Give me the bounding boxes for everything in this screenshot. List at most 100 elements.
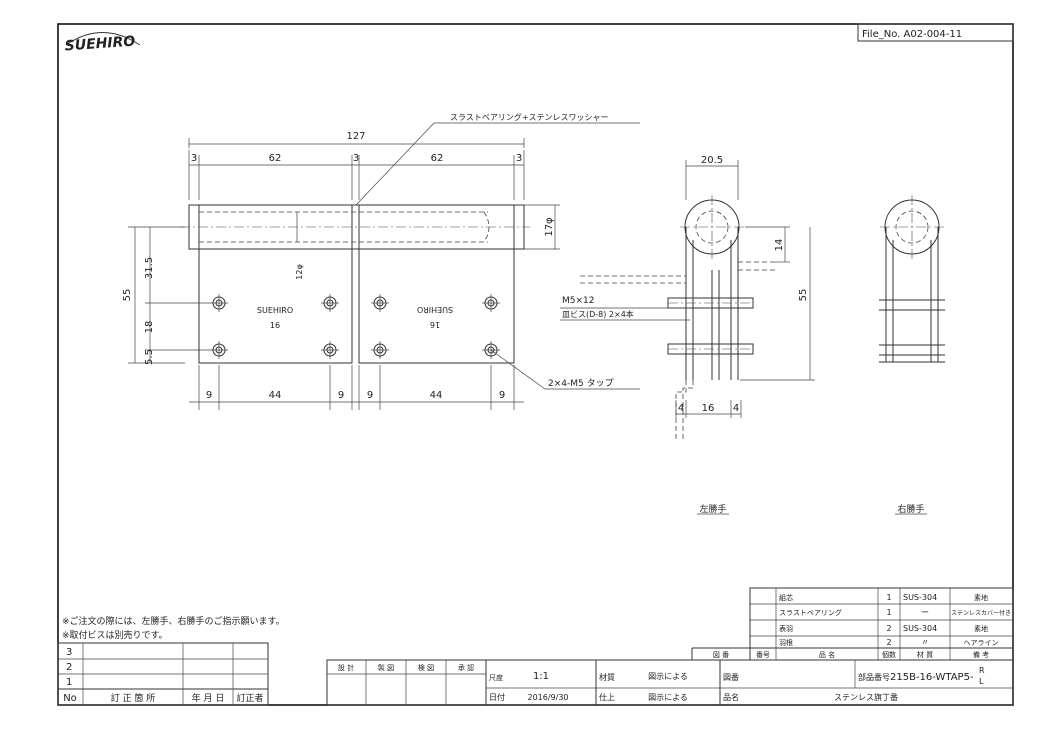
dim-bot-9b: 9 bbox=[338, 390, 344, 401]
dim-side-4a: 4 bbox=[678, 403, 684, 414]
part-name-4: 羽根 bbox=[779, 638, 793, 647]
side-view-right bbox=[879, 195, 945, 363]
material-label: 材質 bbox=[599, 672, 615, 682]
part-material-4: 〃 bbox=[921, 638, 929, 647]
part-material-2: ー bbox=[921, 608, 929, 617]
finish-label: 仕上 bbox=[599, 692, 615, 702]
view-caption-left: 左勝手 bbox=[699, 503, 726, 515]
leaf-size-left: 16 bbox=[270, 321, 280, 330]
revision-header-content: 訂 正 箇 所 bbox=[111, 692, 156, 704]
dim-bot-9d: 9 bbox=[499, 390, 505, 401]
dim-side-20-5: 20.5 bbox=[701, 155, 723, 166]
leaf-holes bbox=[210, 294, 500, 359]
parts-table: 組芯 1 SUS-304 素地 スラストベアリング 1 ー ステンレスカバー付き… bbox=[691, 587, 1014, 661]
screw-sold-note: ※取付ビスは別売りです。 bbox=[62, 629, 168, 641]
part-remark-1: 素地 bbox=[974, 593, 988, 602]
file-number-box bbox=[857, 23, 1014, 42]
revision-table: 3 2 1 No 訂 正 箇 所 年 月 日 訂正者 bbox=[57, 642, 269, 706]
screw-note-1: M5×12 bbox=[562, 296, 594, 306]
parts-header-number: 番号 bbox=[756, 651, 770, 659]
dim-edge-a: 3 bbox=[191, 153, 197, 164]
part-material-3: SUS-304 bbox=[903, 624, 937, 633]
dim-height-55: 55 bbox=[122, 289, 133, 302]
title-block: 設 計 製 図 検 図 承 認 尺度 1:1 日付 2016/9/30 材質 図… bbox=[326, 659, 1014, 706]
dim-side-14: 14 bbox=[774, 239, 785, 252]
hinge-leaf-right bbox=[358, 248, 515, 364]
sheet-border bbox=[57, 23, 1014, 706]
parts-header-name: 品 名 bbox=[819, 650, 835, 659]
dim-31-5: 31.5 bbox=[144, 257, 155, 279]
order-note: ※ご注文の際には、左勝手、右勝手のご指示願います。 bbox=[62, 615, 285, 627]
dim-bot-44b: 44 bbox=[430, 390, 443, 401]
role-check: 検 図 bbox=[418, 663, 434, 672]
dim-side-55: 55 bbox=[798, 289, 809, 302]
part-suffix-l: L bbox=[979, 677, 984, 686]
role-design: 設 計 bbox=[338, 663, 354, 672]
top-dimensions: 127 3 62 3 62 3 17φ bbox=[188, 131, 560, 250]
dim-bot-9a: 9 bbox=[206, 390, 212, 401]
dim-pin-dia: 17φ bbox=[544, 217, 555, 237]
part-number-value: 215B-16-WTAP5- bbox=[890, 672, 974, 683]
dim-leaf-a: 62 bbox=[269, 153, 282, 164]
revision-header-person: 訂正者 bbox=[236, 692, 263, 704]
product-name-value: ステンレス旗丁番 bbox=[834, 692, 898, 702]
role-approve: 承 認 bbox=[458, 663, 474, 672]
svg-text:SUEHIRO: SUEHIRO bbox=[64, 34, 136, 55]
part-remark-3: 素地 bbox=[974, 624, 988, 633]
bearing-note: スラストベアリング+ステンレスワッシャー bbox=[450, 112, 609, 122]
dim-leaf-b: 62 bbox=[431, 153, 444, 164]
view-caption-right: 右勝手 bbox=[897, 503, 924, 515]
date-value: 2016/9/30 bbox=[527, 693, 568, 702]
file-number: File_No. A02-004-11 bbox=[862, 29, 962, 40]
revision-row-1: 1 bbox=[66, 677, 72, 688]
part-number-label: 部品番号 bbox=[858, 672, 890, 682]
dim-side-16: 16 bbox=[702, 403, 715, 414]
screw-note-2: 皿ビス(D-8) 2×4本 bbox=[562, 309, 634, 319]
part-name-1: 組芯 bbox=[779, 593, 793, 602]
dim-edge-b: 3 bbox=[353, 153, 359, 164]
dim-bot-44a: 44 bbox=[269, 390, 282, 401]
product-name-label: 品名 bbox=[723, 692, 739, 702]
part-suffix-r: R bbox=[979, 666, 985, 675]
part-name-3: 表羽 bbox=[779, 624, 793, 633]
dim-side-4b: 4 bbox=[733, 403, 739, 414]
part-remark-2: ステンレスカバー付き bbox=[951, 609, 1011, 617]
revision-row-2: 2 bbox=[66, 662, 72, 673]
front-view: SUEHIRO 16 SUEHIRO 16 12φ bbox=[180, 204, 530, 364]
part-material-1: SUS-304 bbox=[903, 593, 937, 602]
role-drafting: 製 図 bbox=[378, 663, 394, 672]
scale-value: 1:1 bbox=[533, 671, 549, 682]
bottom-dimensions: 9 44 9 9 44 9 bbox=[189, 365, 524, 410]
revision-header-date: 年 月 日 bbox=[192, 692, 225, 704]
finish-value: 図示による bbox=[648, 693, 688, 702]
part-qty-1: 1 bbox=[886, 593, 891, 602]
part-qty-3: 2 bbox=[886, 624, 891, 633]
revision-row-3: 3 bbox=[66, 647, 72, 658]
dim-18: 18 bbox=[144, 321, 155, 334]
bearing-leader: スラストベアリング+ステンレスワッシャー bbox=[355, 112, 640, 206]
part-qty-4: 2 bbox=[886, 638, 891, 647]
drawing-number-label: 図番 bbox=[723, 672, 739, 682]
revision-header-no: No bbox=[63, 693, 77, 704]
part-name-2: スラストベアリング bbox=[779, 608, 842, 617]
parts-header-remark: 備 考 bbox=[973, 650, 989, 659]
scale-label: 尺度 bbox=[489, 673, 503, 682]
parts-header-material: 材 質 bbox=[917, 650, 933, 659]
dim-edge-c: 3 bbox=[516, 153, 522, 164]
dim-5-5: 5.5 bbox=[144, 349, 155, 365]
leaf-brand-right: SUEHIRO bbox=[417, 305, 453, 314]
suehiro-logo: SUEHIRO bbox=[64, 32, 141, 55]
parts-header-qty: 個数 bbox=[882, 650, 896, 659]
part-remark-4: ヘアライン bbox=[964, 639, 999, 647]
left-dimensions: 55 31.5 18 5.5 bbox=[122, 226, 210, 365]
parts-header-zuban: 図 番 bbox=[713, 651, 729, 659]
leaf-size-right: 16 bbox=[430, 320, 440, 329]
dim-inner-dia: 12φ bbox=[295, 264, 304, 279]
dim-bot-9c: 9 bbox=[367, 390, 373, 401]
side-view-left: 20.5 14 55 4 16 4 bbox=[580, 155, 815, 440]
leaf-brand-left: SUEHIRO bbox=[257, 306, 293, 315]
material-value: 図示による bbox=[648, 672, 688, 681]
tap-note: 2×4-M5 タップ bbox=[548, 378, 614, 389]
